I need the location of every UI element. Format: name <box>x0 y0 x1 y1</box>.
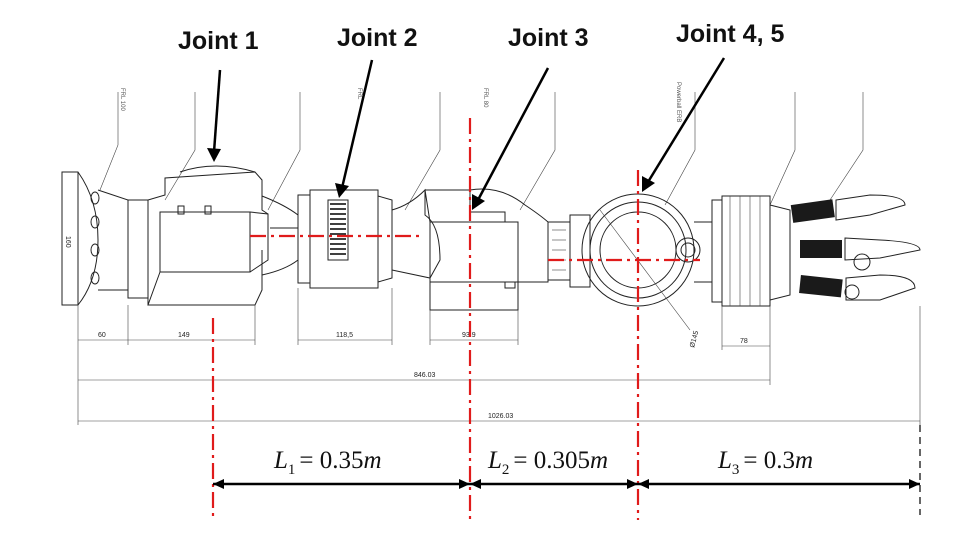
svg-text:L1= 0.35m: L1= 0.35m <box>273 447 382 478</box>
joint1-module <box>127 165 269 306</box>
dim-93-9: 93.9 <box>462 332 476 339</box>
joint3-label: Joint 3 <box>508 24 589 52</box>
length-l3-equation: L3= 0.3m <box>717 447 813 478</box>
length-arrows <box>213 479 920 489</box>
callout-frl80: FRL 80 <box>482 88 488 108</box>
gripper-module <box>711 194 921 307</box>
dim-1026-03: 1026.03 <box>488 413 513 420</box>
callout-frl100: FRL 100 <box>119 88 125 111</box>
svg-text:L3= 0.3m: L3= 0.3m <box>717 447 813 478</box>
joint2-label: Joint 2 <box>337 24 418 52</box>
callout-leaders <box>99 92 864 211</box>
dim-846-03: 846.03 <box>414 372 436 379</box>
dim-160: 160 <box>64 236 71 248</box>
gripper-finger-top <box>790 194 906 223</box>
dim-60: 60 <box>98 332 106 339</box>
joint1-label: Joint 1 <box>178 27 259 55</box>
length-l1-equation: L1= 0.35m <box>273 447 382 478</box>
svg-text:L2= 0.305m: L2= 0.305m <box>487 447 608 478</box>
dim-145: Ø145 <box>689 330 700 348</box>
joint2-module <box>297 189 393 289</box>
joint2-stripes <box>330 203 346 255</box>
joint-pointers <box>207 57 726 210</box>
length-l2-equation: L2= 0.305m <box>487 447 608 478</box>
callout-frl: FRL <box>356 88 362 100</box>
callout-texts: FRL 100 FRL FRL 80 Powerball ERB <box>119 82 681 122</box>
gripper-finger-middle <box>800 237 921 271</box>
joint3-module <box>424 188 549 311</box>
callout-powerball: Powerball ERB <box>675 82 681 122</box>
joint-axes <box>211 118 700 520</box>
link-2-3 <box>391 188 441 279</box>
gripper-finger-bottom <box>799 274 916 301</box>
dim-149: 149 <box>178 332 190 339</box>
dim-78: 78 <box>740 338 748 345</box>
base-flange: 160 <box>61 171 129 306</box>
dim-118-5: 118,5 <box>336 332 353 339</box>
joint45-label: Joint 4, 5 <box>676 20 784 48</box>
dimension-lines: 60 149 118,5 93.9 78 846.03 1026.03 <box>77 288 921 425</box>
joint45-module: Ø145 <box>547 193 713 349</box>
